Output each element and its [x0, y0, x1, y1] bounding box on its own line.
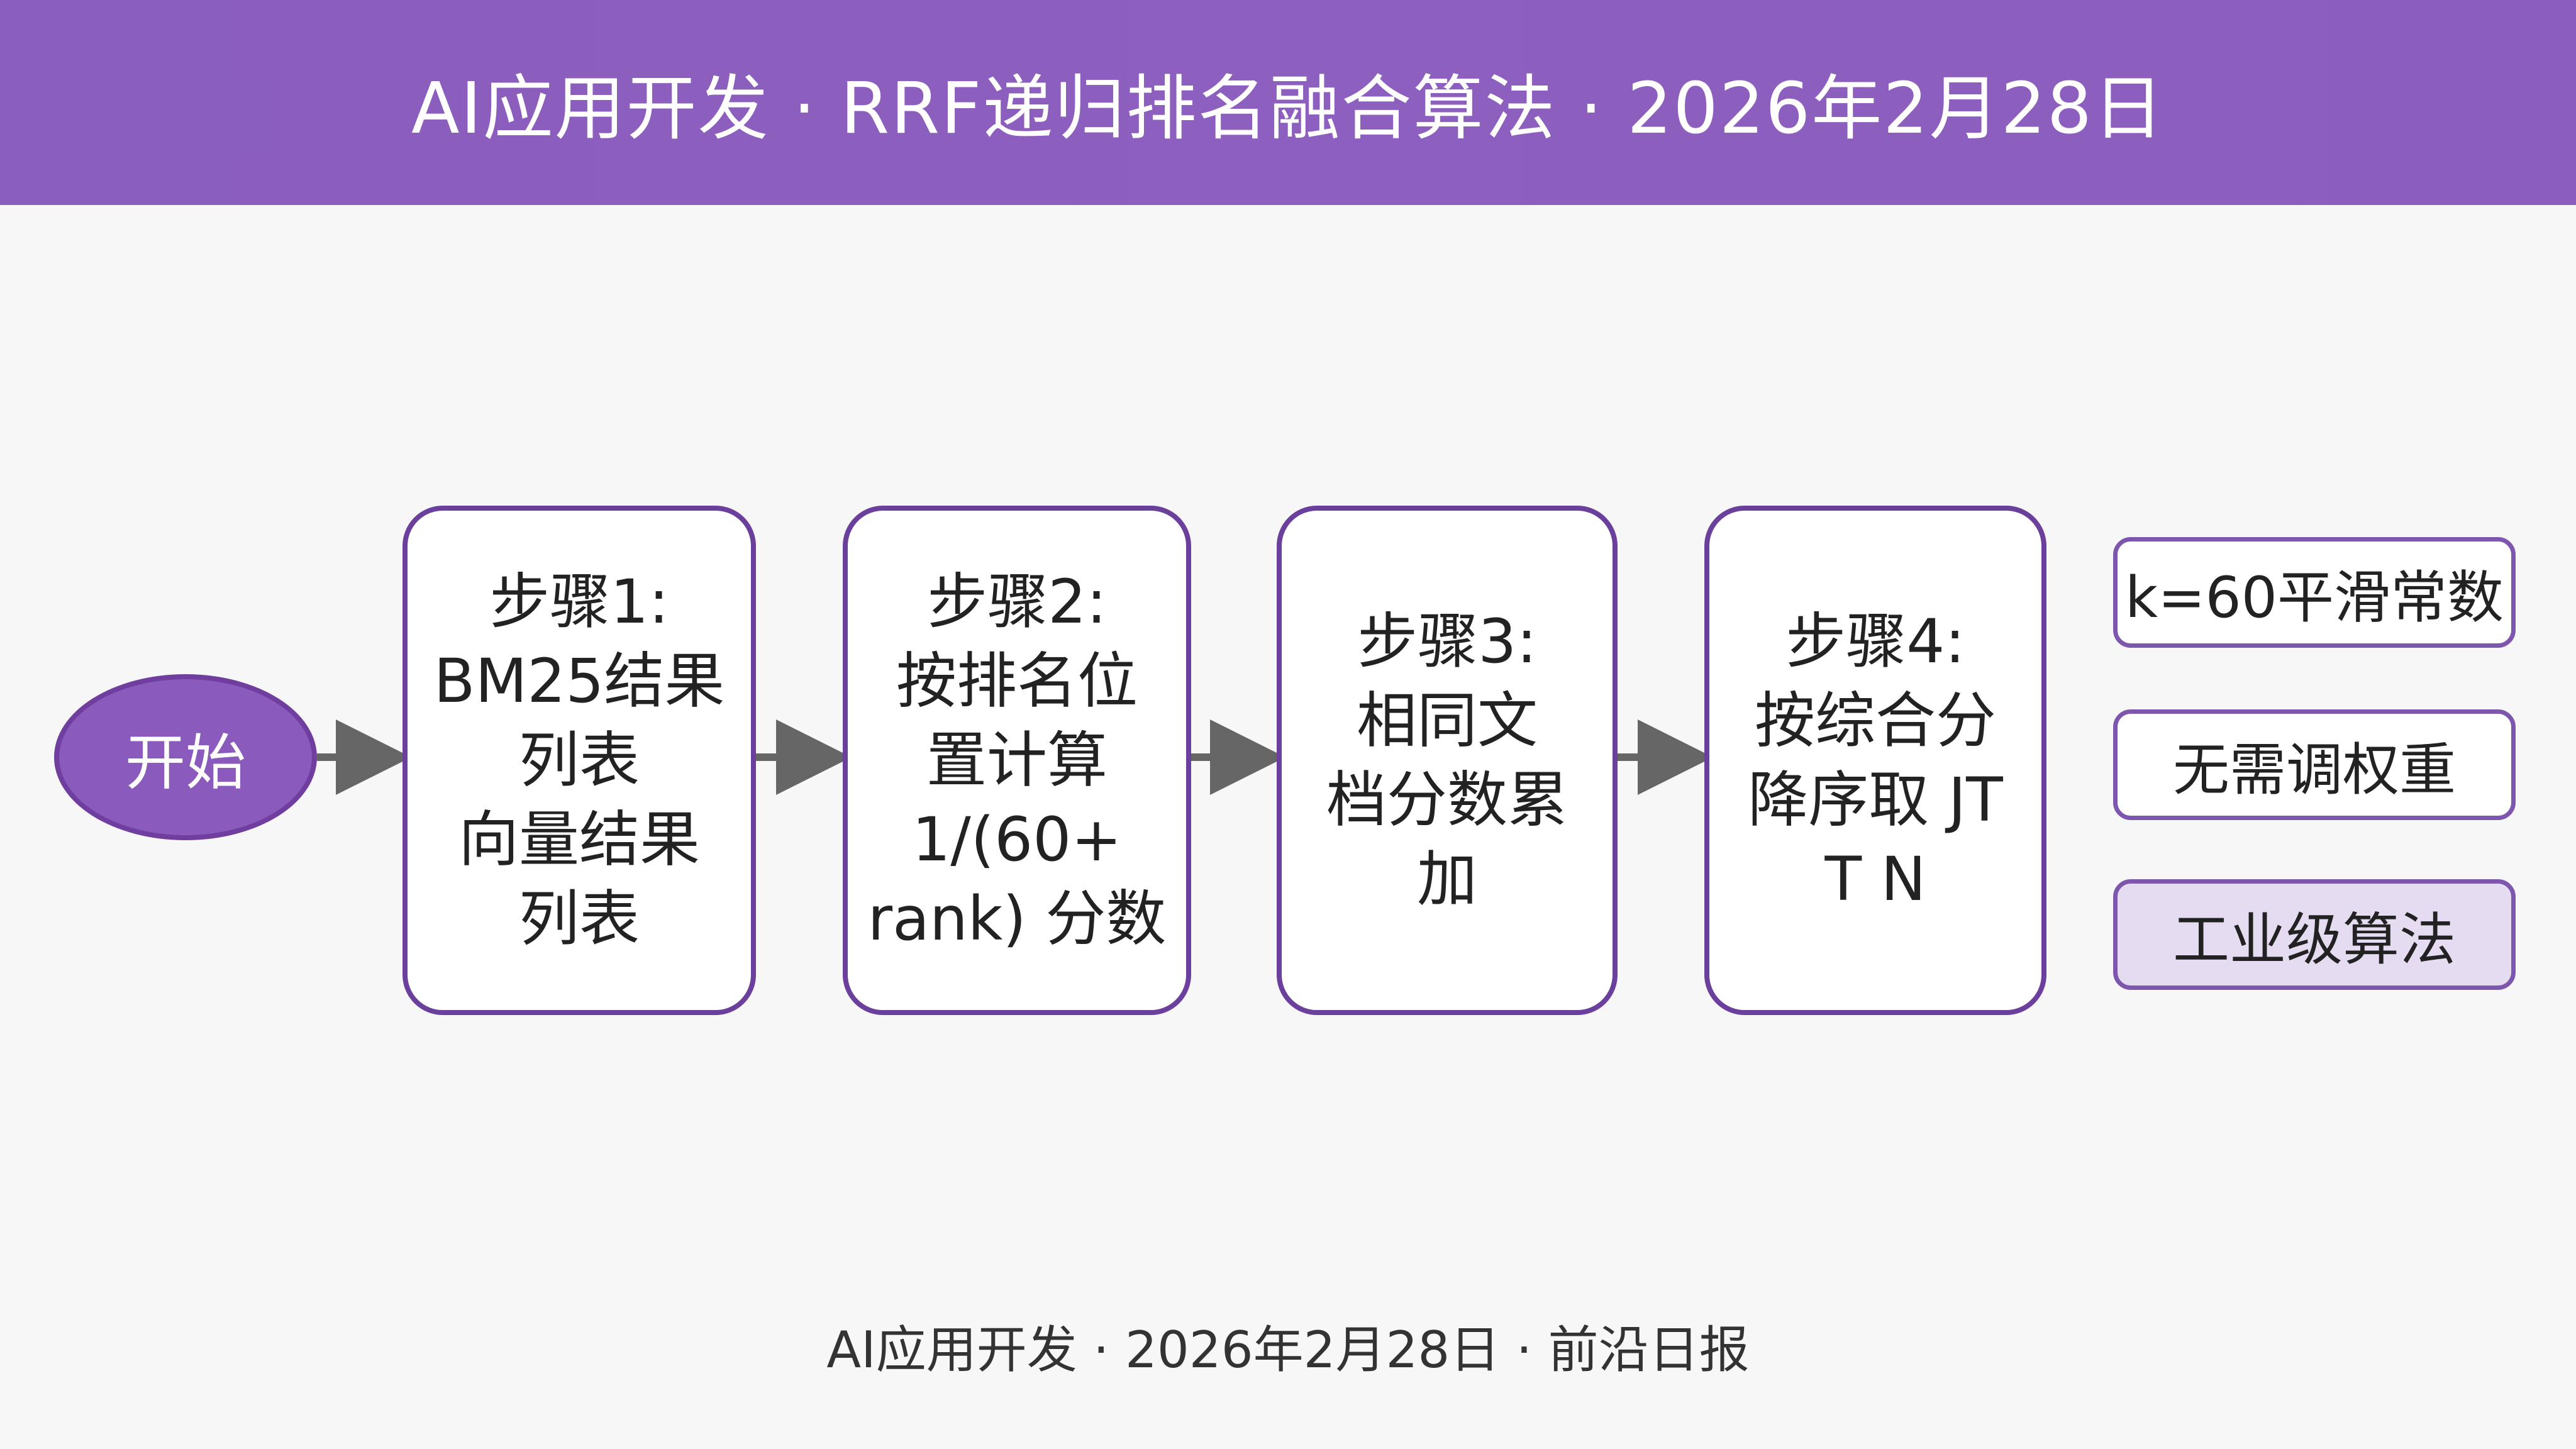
- step-2-box: 步骤2: 按排名位 置计算 1/(60+ rank) 分数: [843, 506, 1191, 1015]
- start-label: 开始: [125, 727, 246, 798]
- header-bar: AI应用开发 · RRF递归排名融合算法 · 2026年2月28日: [0, 0, 2576, 205]
- page-title: AI应用开发 · RRF递归排名融合算法 · 2026年2月28日: [411, 68, 2165, 150]
- note-smoothing-constant: k=60平滑常数: [2113, 537, 2516, 648]
- footer-caption: AI应用开发 · 2026年2月28日 · 前沿日报: [826, 1321, 1750, 1379]
- note-industrial-algorithm: 工业级算法: [2113, 879, 2516, 990]
- note-industrial-algorithm-label: 工业级算法: [2173, 907, 2456, 973]
- step-4-box: 步骤4: 按综合分 降序取 JT T N: [1704, 506, 2046, 1015]
- step-2-text: 步骤2: 按排名位 置计算 1/(60+ rank) 分数: [867, 567, 1167, 954]
- step-4-text: 步骤4: 按综合分 降序取 JT T N: [1748, 606, 2003, 914]
- start-node: 开始: [54, 674, 317, 840]
- step-1-text: 步骤1: BM25结果 列表 向量结果 列表: [433, 567, 725, 954]
- step-3-text: 步骤3: 相同文 档分数累 加: [1326, 606, 1568, 914]
- step-3-box: 步骤3: 相同文 档分数累 加: [1277, 506, 1618, 1015]
- note-no-weights-label: 无需调权重: [2173, 737, 2456, 803]
- note-no-weights: 无需调权重: [2113, 709, 2516, 820]
- note-smoothing-constant-label: k=60平滑常数: [2124, 565, 2504, 631]
- step-1-box: 步骤1: BM25结果 列表 向量结果 列表: [402, 506, 756, 1015]
